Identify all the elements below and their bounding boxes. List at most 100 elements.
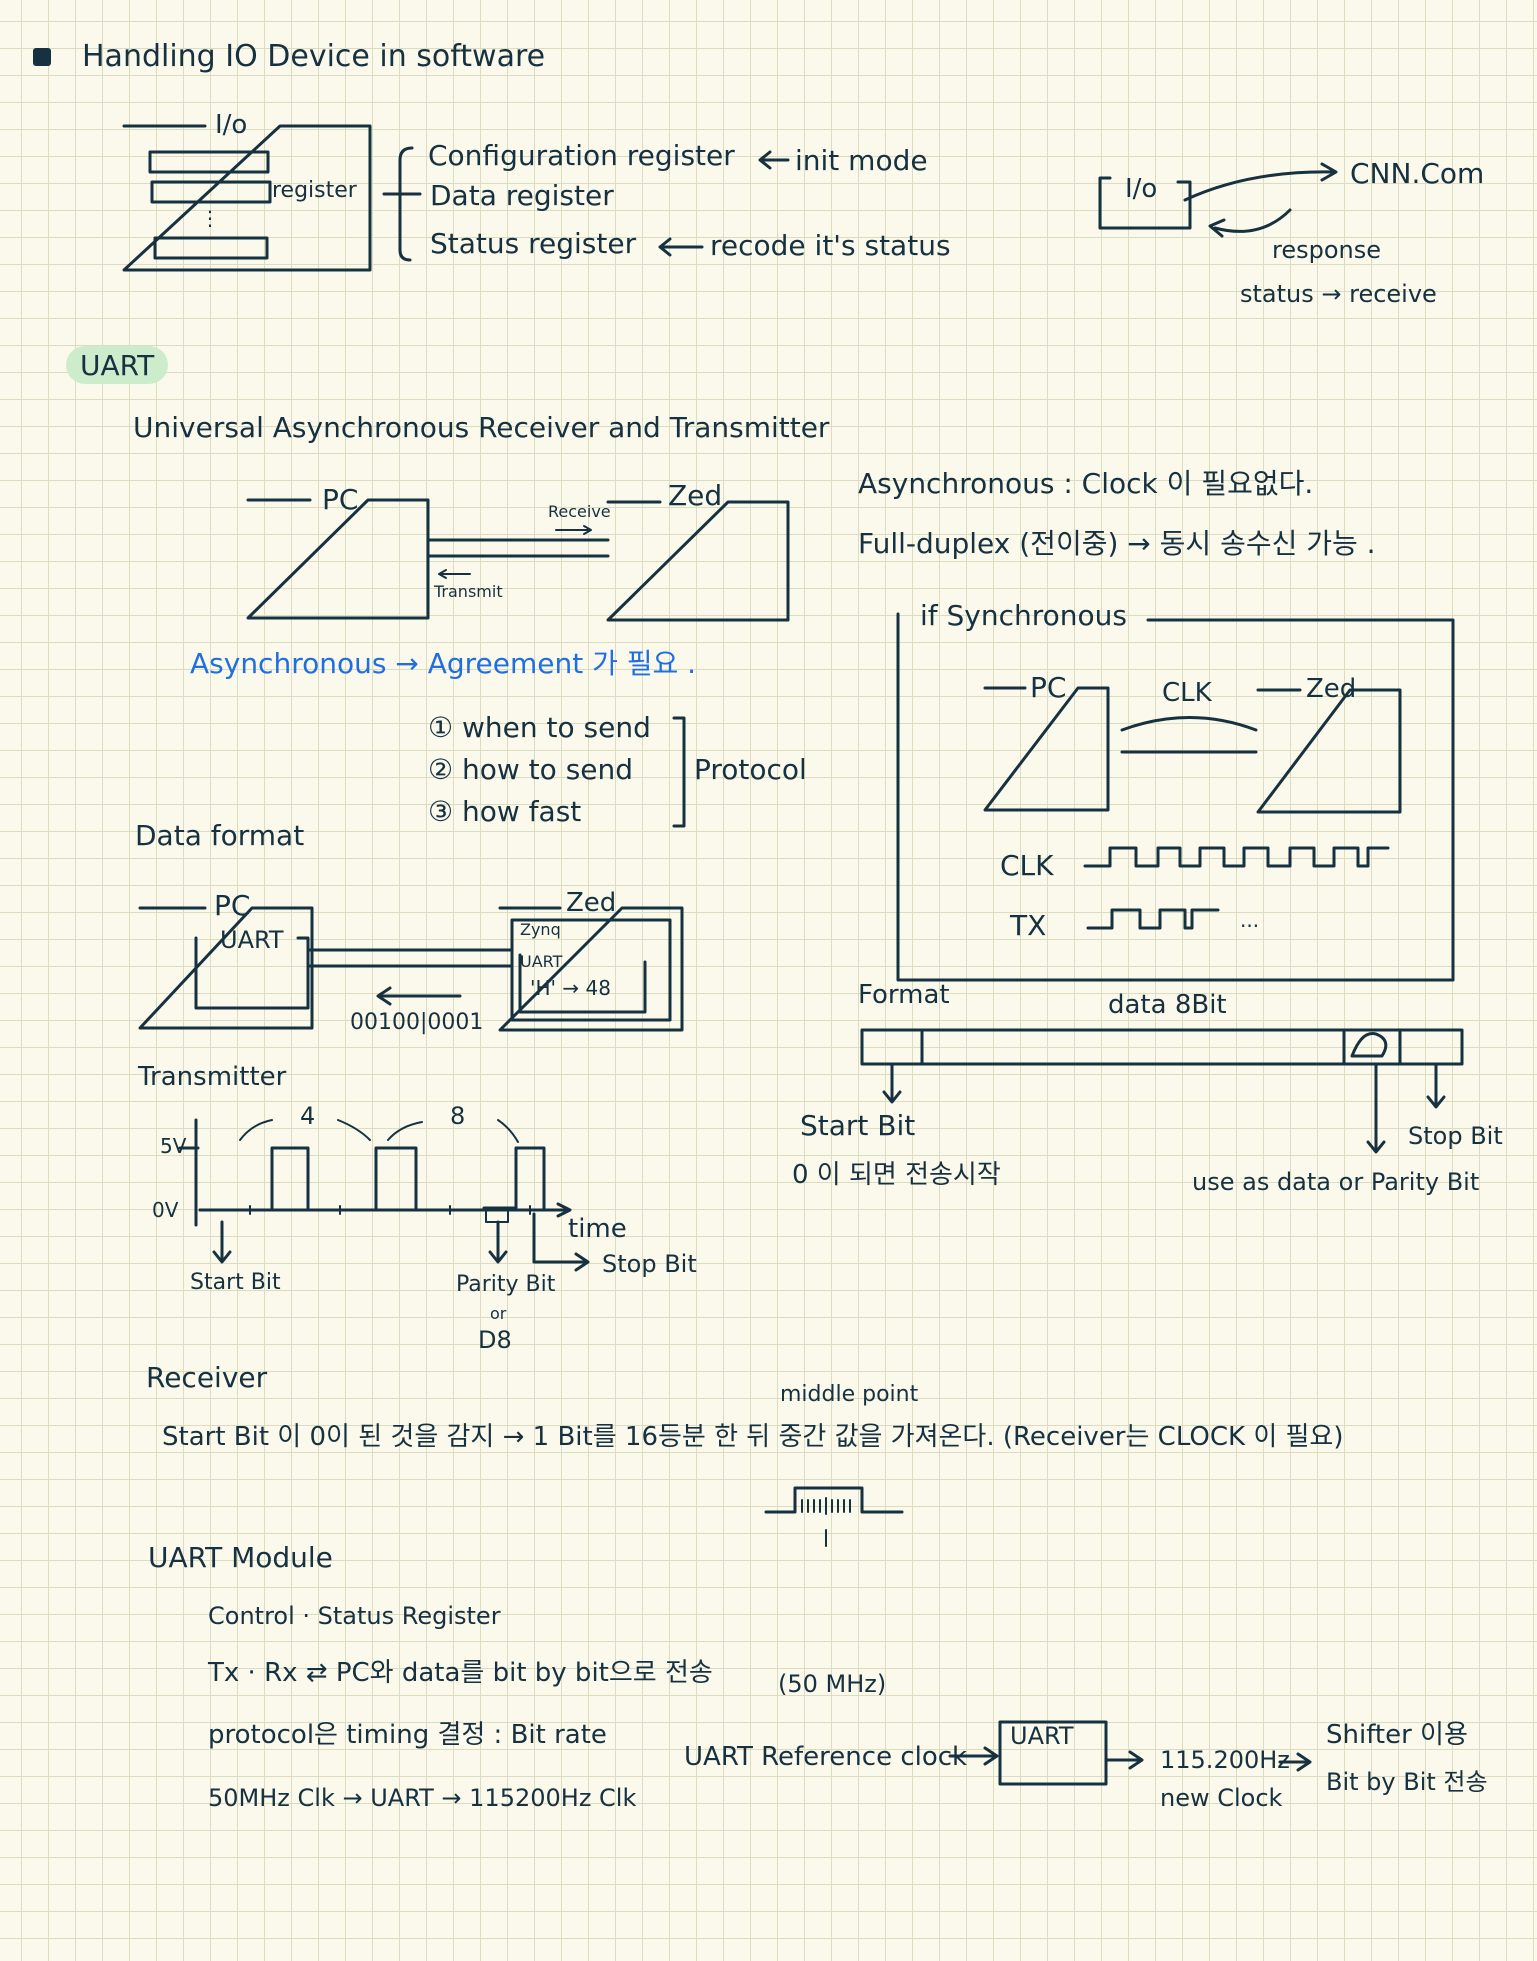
uart-full-name: Universal Asynchronous Receiver and Tran… [133,411,830,444]
module-uart-box-label: UART [1010,1722,1074,1750]
df-zynq-box [510,918,672,1022]
cnn-io-label: I/o [1125,174,1158,204]
uart-pc-label: PC [322,483,359,516]
format-start-note: 0 이 되면 전송시작 [792,1160,1001,1190]
sync-pc-label: PC [1030,671,1067,704]
module-line-2: Tx · Rx ⇄ PC와 data를 bit by bit으로 전송 [208,1658,713,1688]
protocol-item-2: ② how to send [428,753,634,786]
format-parity-note: use as data or Parity Bit [1192,1168,1480,1196]
register-brace [398,146,414,262]
tx-waveform [1086,908,1220,930]
df-zed-label: Zed [566,888,617,918]
df-uart-box [194,936,310,1010]
middle-point-pulse [764,1486,904,1514]
df-pc-box [138,906,314,1030]
page-heading: Handling IO Device in software [82,39,546,74]
format-stop-bit: Stop Bit [1408,1122,1503,1150]
module-uart-box [998,1720,1108,1786]
df-uart-inner-box [518,953,647,1014]
cnn-io-box [1098,176,1192,230]
config-note: init mode [795,144,928,177]
register-dots: ⋮ [200,206,220,230]
tx-time-label: time [568,1214,627,1244]
tx-parity-bit: Parity Bit [456,1272,556,1297]
asynchronous-note: Asynchronous : Clock 이 필요없다. [858,467,1314,500]
uart-pc-box [246,498,430,620]
sync-pc-box [983,686,1110,812]
register-row-3 [153,236,269,260]
tx-d8: D8 [478,1326,512,1354]
stop-bit-pointer [532,1212,590,1272]
tx-start-bit: Start Bit [190,1270,281,1295]
tx-count-4: 4 [300,1102,316,1130]
clk-waveform [1083,846,1390,868]
module-line-3: protocol은 timing 결정 : Bit rate [208,1720,607,1750]
df-bits: 00100|0001 [350,1010,484,1035]
format-highlight-mark [1350,1031,1388,1058]
count-arcs [239,1119,519,1143]
parity-dip [485,1209,509,1223]
tx-label: TX [1010,909,1047,942]
receive-label: Receive [548,502,611,521]
init-arrow [758,150,790,170]
middle-point-label: middle point [780,1382,919,1407]
register-row-1 [148,150,270,174]
sync-title: if Synchronous [920,599,1128,632]
transmit-label: Transmit [434,582,503,601]
df-bits-arrow [376,986,462,1006]
tx-count-8: 8 [450,1102,466,1130]
protocol-bracket [672,716,686,828]
start-bit-arrow [882,1062,902,1104]
df-h-to-48: 'H' → 48 [530,976,611,1000]
sync-box [896,612,1455,982]
protocol-label: Protocol [694,753,807,786]
register-label: register [272,178,357,203]
tx-5v-label: 5V [160,1134,187,1158]
transmitter-title: Transmitter [138,1062,287,1092]
heading-bullet [33,48,51,66]
async-agreement-note: Asynchronous → Agreement 가 필요 . [190,647,697,680]
tx-axes [178,1118,572,1227]
df-wires [306,948,514,968]
sampling-ticks [801,1497,851,1515]
register-row-2 [150,180,272,204]
receiver-description: Start Bit 이 0이 된 것을 감지 → 1 Bit를 16등분 한 뒤… [162,1422,1344,1452]
data-register: Data register [430,179,614,212]
tick-marks [249,1205,531,1215]
tx-stop-bit: Stop Bit [602,1250,697,1278]
full-duplex-note: Full-duplex (전이중) → 동시 송수신 가능 . [858,527,1376,560]
protocol-item-3: ③ how fast [428,795,582,828]
status-note: recode it's status [710,229,951,262]
stop-bit-arrow [1426,1062,1446,1109]
clk-label: CLK [1000,849,1054,882]
shifter-arrow [1278,1752,1312,1772]
format-bar [860,1028,1464,1066]
module-new-hz: 115.200Hz [1160,1746,1290,1774]
format-data-label: data 8Bit [1108,990,1227,1020]
uart-zed-box [606,500,790,622]
protocol-item-1: ① when to send [428,711,651,744]
receiver-title: Receiver [146,1361,268,1394]
response-arrow [1208,208,1292,238]
request-arrow [1183,162,1338,202]
df-zed-box [498,906,684,1032]
df-uart-inner-label: UART [520,952,563,971]
uart-badge: UART [66,346,169,384]
cnn-response: response [1272,236,1382,264]
format-title: Format [858,980,950,1010]
start-bit-pointer [212,1220,232,1264]
module-bit-by-bit: Bit by Bit 전송 [1326,1768,1488,1796]
module-out-arrow [1104,1750,1144,1770]
config-register: Configuration register [428,139,735,172]
sync-wires [1120,716,1258,754]
sync-clk-wire-label: CLK [1162,678,1212,708]
data-format-title: Data format [135,819,305,852]
module-new-clock: new Clock [1160,1784,1283,1812]
module-line-4: 50MHz Clk → UART → 115200Hz Clk [208,1784,637,1812]
module-shifter: Shifter 이용 [1326,1720,1468,1750]
tx-signal [198,1146,546,1212]
module-mhz: (50 MHz) [778,1670,887,1698]
tx-or: or [490,1304,507,1323]
module-line-1: Control · Status Register [208,1602,501,1630]
